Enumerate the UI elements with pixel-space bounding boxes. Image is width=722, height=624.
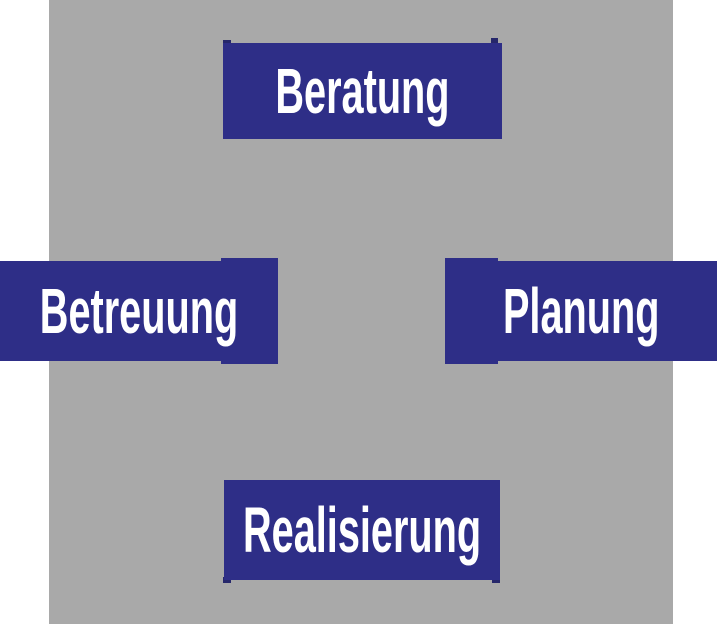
connector-stub-bottom-left [223,577,231,583]
node-planung-label: Planung [502,275,660,347]
node-betreuung-box: Betreuung [0,261,278,361]
node-realisierung-label: Realisierung [242,494,482,566]
connector-stub-top-right [491,38,498,46]
node-realisierung-box: Realisierung [224,480,500,580]
node-betreuung-label: Betreuung [39,275,239,347]
connector-stub-bottom-right [492,577,500,583]
node-beratung-box: Beratung [223,43,502,139]
node-beratung-label: Beratung [275,55,450,127]
node-planung-box: Planung [445,261,717,361]
